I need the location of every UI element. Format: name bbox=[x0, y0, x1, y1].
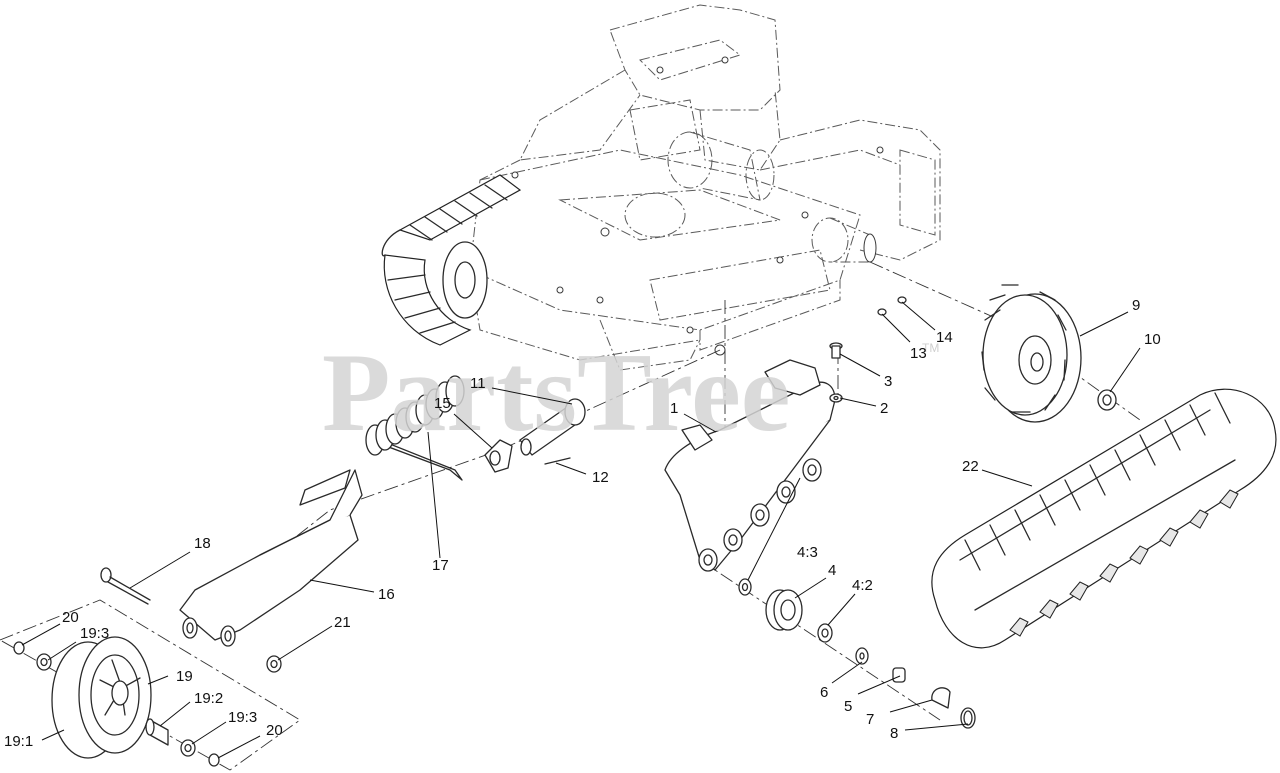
drive-sprocket bbox=[981, 284, 1082, 423]
tension-shaft-part-11 bbox=[519, 398, 586, 456]
spring-coils bbox=[365, 375, 465, 456]
callout-19-1: 19:1 bbox=[4, 733, 33, 750]
hub-cap-part-7 bbox=[931, 687, 951, 709]
drive-motor-phantom bbox=[624, 131, 775, 238]
drive-hub-phantom bbox=[811, 217, 877, 263]
washer-part-20-right bbox=[208, 753, 220, 767]
callout-15: 15 bbox=[434, 395, 451, 412]
callout-19-2: 19:2 bbox=[194, 690, 223, 707]
lock-nut-part-21 bbox=[266, 655, 282, 673]
tension-spring-part-17 bbox=[365, 375, 465, 481]
callout-8: 8 bbox=[890, 725, 898, 742]
callout-1: 1 bbox=[670, 400, 678, 417]
leader-lines bbox=[21, 301, 1141, 759]
callout-4-3: 4:3 bbox=[797, 544, 818, 561]
spacer-part-19-2 bbox=[145, 718, 169, 746]
flange-nut-part-15 bbox=[484, 439, 513, 473]
track-inner-lugs bbox=[1009, 489, 1239, 637]
machine-frame-phantom bbox=[469, 4, 941, 371]
bolt-part-3 bbox=[829, 342, 843, 359]
callout-2: 2 bbox=[880, 400, 888, 417]
callout-labels: 1 2 3 4 4:2 4:3 5 6 7 8 9 10 11 12 13 14… bbox=[4, 297, 1161, 750]
track-roller-frame bbox=[664, 359, 836, 572]
pin-part-14 bbox=[897, 296, 907, 304]
callout-14: 14 bbox=[936, 329, 953, 346]
frame-holes bbox=[511, 56, 884, 356]
hex-nut-part-10 bbox=[1097, 389, 1117, 411]
watermark-trademark: TM bbox=[922, 341, 939, 355]
idler-wheel-part-19 bbox=[51, 636, 152, 759]
callout-5: 5 bbox=[844, 698, 852, 715]
snap-ring-part-8 bbox=[960, 707, 976, 729]
bearing-part-19-3-left bbox=[36, 653, 52, 671]
left-track-assembled bbox=[381, 174, 522, 346]
bolt-part-5 bbox=[892, 667, 906, 683]
bearing-part-4-3 bbox=[738, 578, 752, 596]
roller-wheel-part-4 bbox=[765, 589, 803, 631]
callout-20-left: 20 bbox=[62, 609, 79, 626]
sprocket-teeth bbox=[981, 284, 1067, 413]
callout-16: 16 bbox=[378, 586, 395, 603]
bearing-part-4-2 bbox=[817, 623, 833, 643]
long-bolt-part-18 bbox=[100, 567, 151, 605]
callout-21: 21 bbox=[334, 614, 351, 631]
callout-10: 10 bbox=[1144, 331, 1161, 348]
callout-7: 7 bbox=[866, 711, 874, 728]
track-tread-lugs bbox=[964, 392, 1231, 571]
cotter-pin-part-12 bbox=[544, 457, 571, 465]
pin-part-13 bbox=[877, 308, 887, 316]
washer-part-6 bbox=[855, 647, 869, 665]
callout-20-right: 20 bbox=[266, 722, 283, 739]
callout-4-2: 4:2 bbox=[852, 577, 873, 594]
callout-12: 12 bbox=[592, 469, 609, 486]
callout-4: 4 bbox=[828, 562, 836, 579]
callout-17: 17 bbox=[432, 557, 449, 574]
callout-3: 3 bbox=[884, 373, 892, 390]
callout-18: 18 bbox=[194, 535, 211, 552]
callout-9: 9 bbox=[1132, 297, 1140, 314]
left-track-lugs bbox=[387, 184, 508, 334]
callout-19-3-right: 19:3 bbox=[228, 709, 257, 726]
rubber-track bbox=[931, 388, 1277, 649]
idler-yoke-part-16 bbox=[179, 469, 363, 647]
callout-22: 22 bbox=[962, 458, 979, 475]
callout-19-3-left: 19:3 bbox=[80, 625, 109, 642]
bearing-part-19-3-right bbox=[180, 739, 196, 757]
callout-6: 6 bbox=[820, 684, 828, 701]
partstree-watermark: PartsTree TM bbox=[322, 331, 939, 455]
watermark-text: PartsTree bbox=[322, 331, 791, 455]
callout-13: 13 bbox=[910, 345, 927, 362]
callout-19: 19 bbox=[176, 668, 193, 685]
washer-part-20-left bbox=[13, 641, 25, 655]
callout-11: 11 bbox=[470, 375, 486, 392]
